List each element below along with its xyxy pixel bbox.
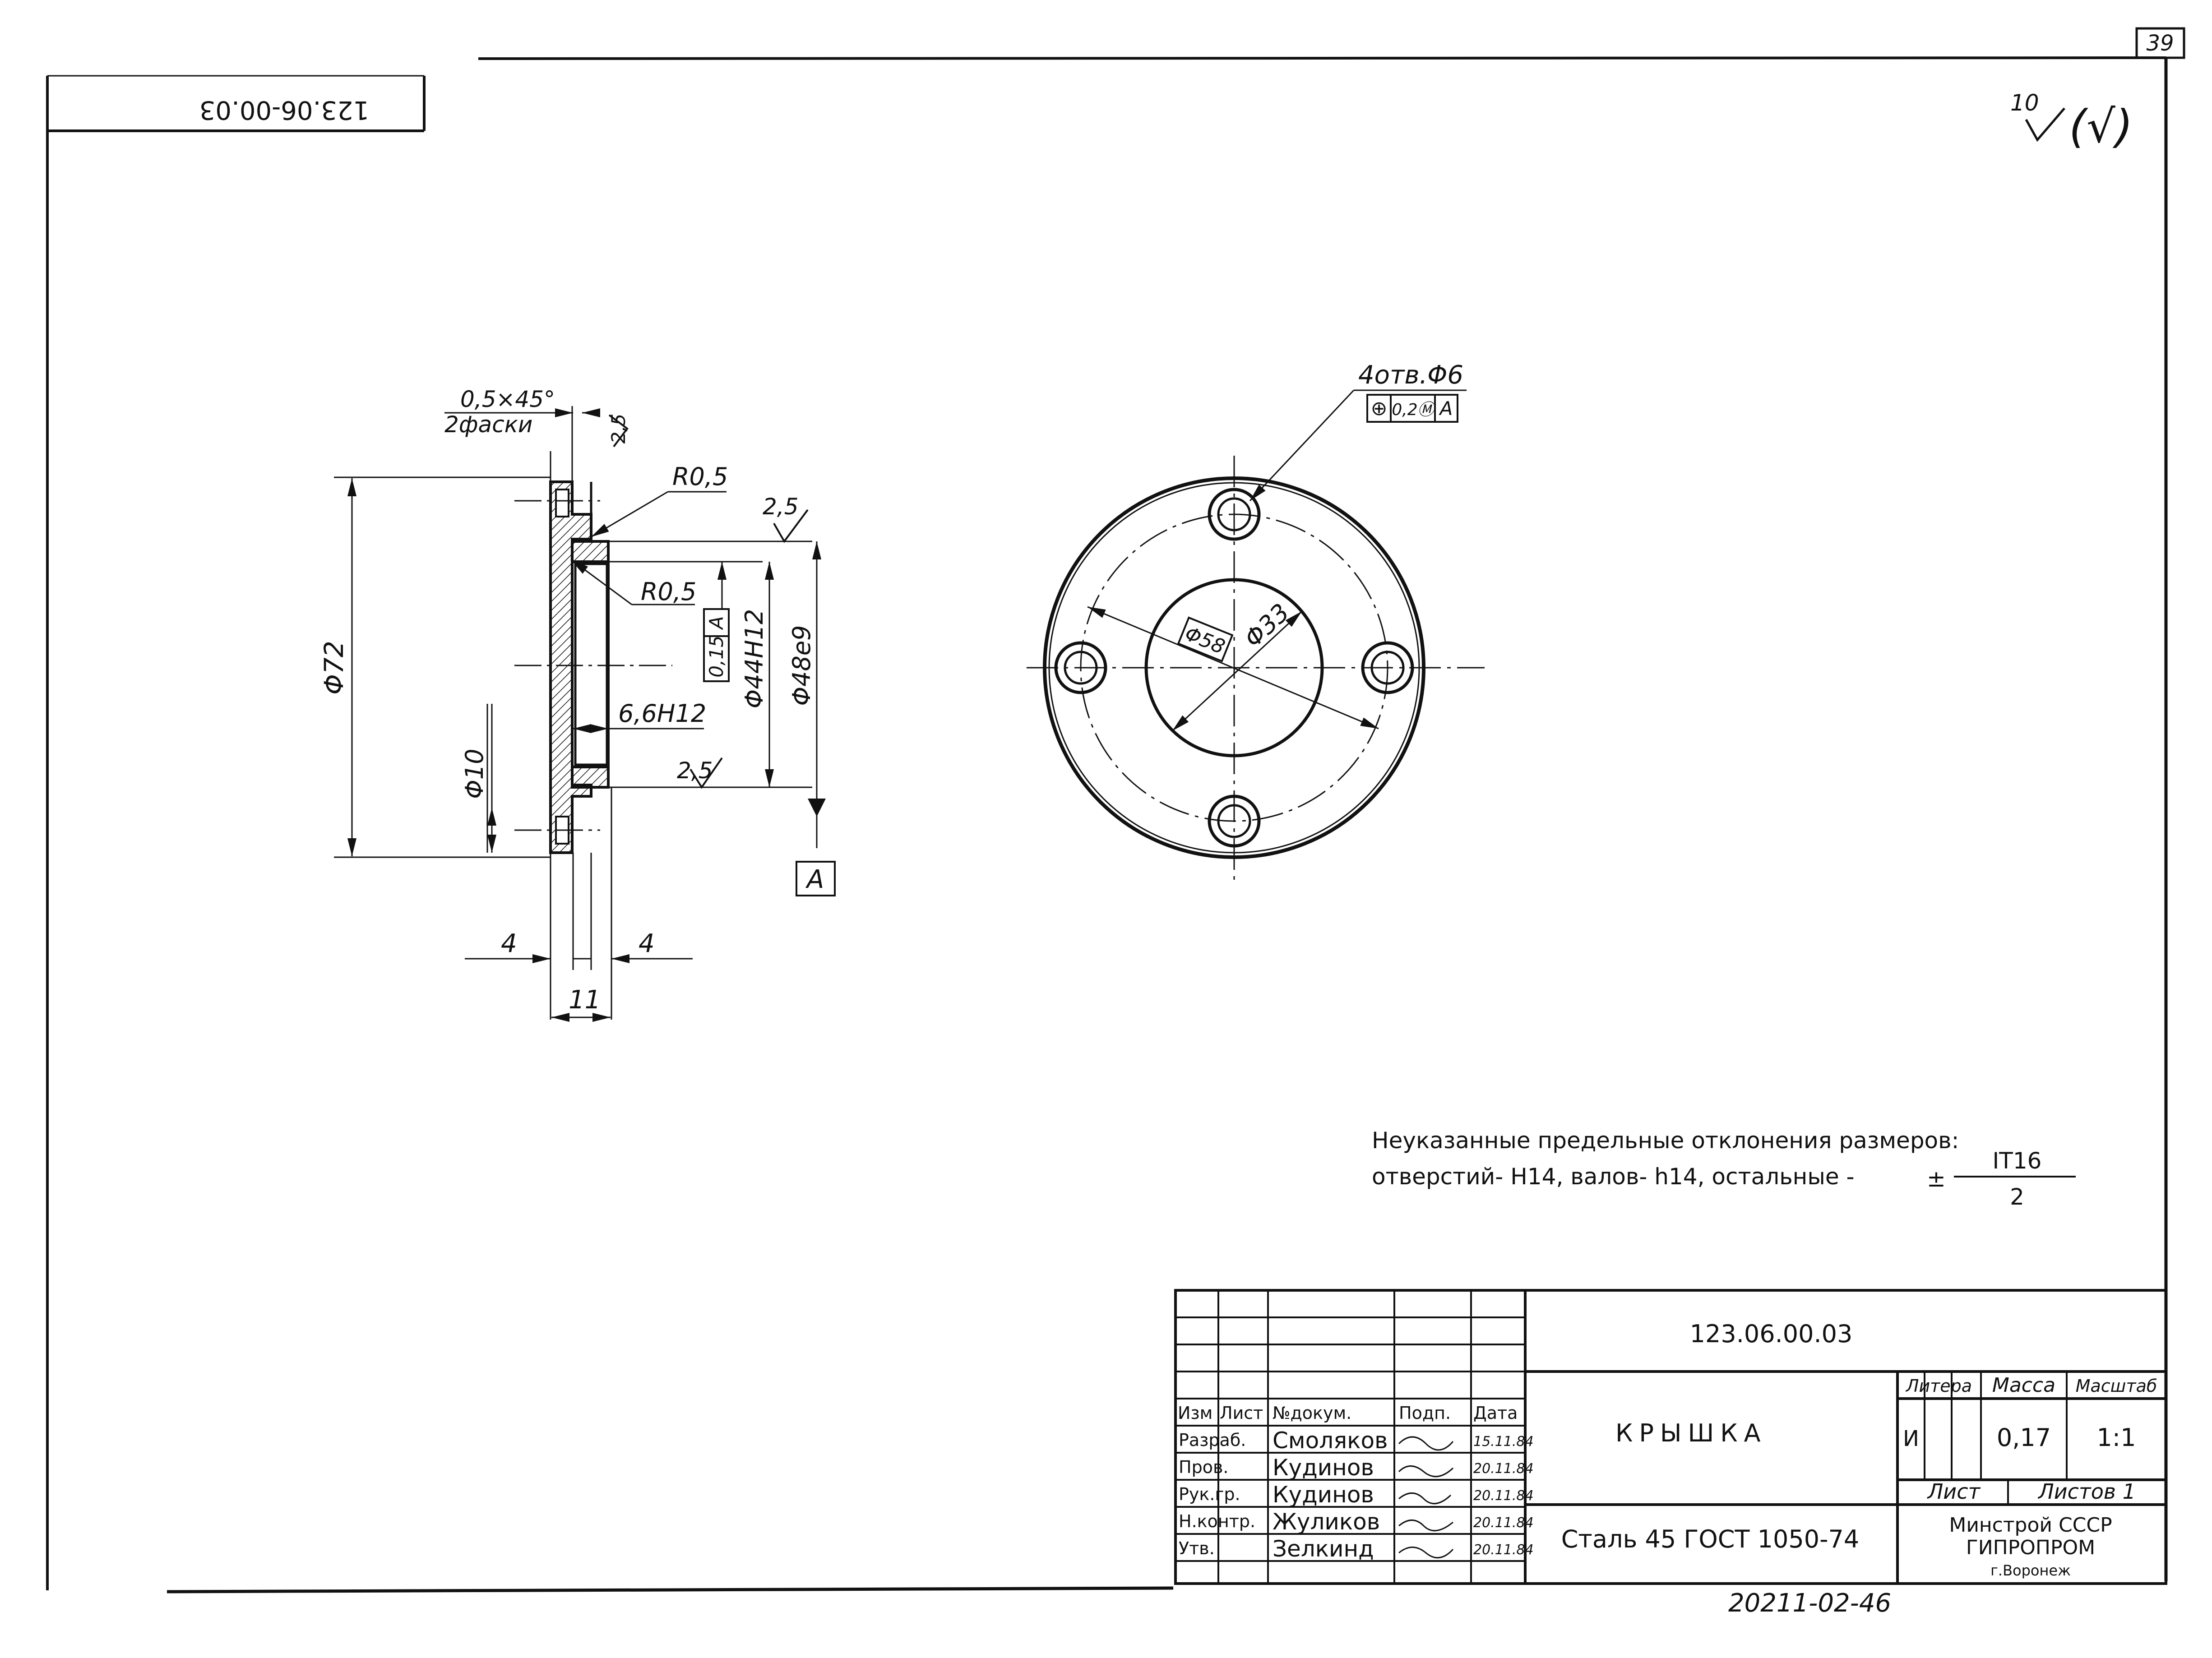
row-name: Жуликов xyxy=(1273,1509,1380,1535)
position-tol-datum: A xyxy=(1439,397,1453,420)
note-num: IT16 xyxy=(1993,1148,2042,1174)
signature-mark xyxy=(1398,1436,1454,1451)
chamfer-label: 0,5×45° xyxy=(460,386,555,412)
position-tol-value: 0,2Ⓜ xyxy=(1392,401,1436,419)
row-role: Рук.гр. xyxy=(1179,1484,1240,1504)
signature-row: Утв. Зелкинд 20.11.84 xyxy=(1179,1536,1534,1562)
bolt-hole xyxy=(1208,488,1261,541)
massa-value: 0,17 xyxy=(1997,1423,2051,1452)
litera-header: Литера xyxy=(1905,1376,1972,1396)
massa-header: Масса xyxy=(1992,1374,2055,1397)
dim-right-4: 4 xyxy=(639,929,655,958)
bolt-hole xyxy=(1208,794,1261,848)
top-stamp: 123.06-00.03 xyxy=(199,95,369,125)
note-line-1: Неуказанные предельные отклонения размер… xyxy=(1372,1127,1959,1154)
runout-tolerance-frame: 0,15 A xyxy=(703,608,730,682)
dim-dia-10: Φ10 xyxy=(460,748,489,799)
litera-value: И xyxy=(1903,1426,1919,1451)
tolerance-notes: Неуказанные предельные отклонения размер… xyxy=(1372,1127,2076,1210)
sheet-number-box: 39 xyxy=(2135,27,2185,59)
dim-dia-58: Φ58 xyxy=(1182,622,1228,659)
dim-dia-44: Φ44H12 xyxy=(740,609,768,709)
sheet-number: 39 xyxy=(2146,31,2174,56)
rough-small: 2,5 xyxy=(607,414,629,444)
row-role: Пров. xyxy=(1179,1457,1228,1477)
dim-left-4: 4 xyxy=(501,929,517,958)
dia-58-box: Φ58 xyxy=(1177,616,1234,663)
row-name: Кудинов xyxy=(1273,1455,1374,1481)
masshtab-header: Масштаб xyxy=(2076,1376,2157,1396)
holes-label: 4отв.Φ6 xyxy=(1358,360,1463,390)
dim-dia-72: Φ72 xyxy=(319,641,349,694)
drawing-code: 123.06.00.03 xyxy=(1690,1320,1853,1348)
material: Сталь 45 ГОСТ 1050-74 xyxy=(1561,1525,1860,1553)
datum-a-label: A xyxy=(805,865,824,894)
roughness-value: 10 xyxy=(2010,90,2039,116)
listov-label: Листов 1 xyxy=(2037,1479,2136,1504)
runout-tolerance-value: 0,15 xyxy=(705,635,727,678)
signature-mark xyxy=(1398,1519,1453,1532)
signature-mark xyxy=(1398,1465,1454,1478)
dim-total-11: 11 xyxy=(569,985,601,1015)
runout-datum-ref: A xyxy=(705,616,727,631)
rough-top: 2,5 xyxy=(763,494,799,520)
row-date: 20.11.84 xyxy=(1473,1461,1534,1477)
row-date: 20.11.84 xyxy=(1473,1515,1534,1531)
hdr-sign: Подп. xyxy=(1399,1403,1451,1423)
row-date: 20.11.84 xyxy=(1473,1542,1534,1558)
note-den: 2 xyxy=(2010,1184,2024,1210)
dim-dia-48: Φ48e9 xyxy=(787,625,816,706)
row-name: Кудинов xyxy=(1273,1482,1374,1508)
row-role: Утв. xyxy=(1179,1538,1215,1558)
signature-mark xyxy=(1398,1547,1454,1559)
section-view: Φ72 Φ10 Φ44H12 Φ48e9 0,15 A A 0,5×45° 2ф… xyxy=(319,386,836,1022)
radius-outer: R0,5 xyxy=(672,462,728,491)
hdr-doc: №докум. xyxy=(1273,1403,1351,1423)
bottom-stamp: 20211-02-46 xyxy=(1728,1589,1891,1618)
signature-row: Рук.гр. Кудинов 20.11.84 xyxy=(1179,1482,1534,1508)
position-tolerance-frame: ⊕ 0,2Ⓜ A xyxy=(1366,394,1458,423)
row-role: Н.контр. xyxy=(1179,1511,1255,1531)
signature-mark xyxy=(1398,1492,1452,1505)
row-role: Разраб. xyxy=(1179,1430,1246,1450)
front-centerlines xyxy=(1027,456,1485,880)
list-label: Лист xyxy=(1927,1479,1981,1504)
row-date: 15.11.84 xyxy=(1473,1434,1534,1450)
row-date: 20.11.84 xyxy=(1473,1488,1534,1504)
org-line-3: г.Воронеж xyxy=(1990,1562,2071,1579)
note-line-2: отверстий- Н14, валов- h14, остальные - xyxy=(1372,1164,1855,1190)
masshtab-value: 1:1 xyxy=(2097,1423,2136,1452)
drawing-frame xyxy=(46,56,2168,1593)
hdr-date: Дата xyxy=(1473,1403,1518,1423)
signature-row: Пров. Кудинов 20.11.84 xyxy=(1179,1455,1534,1481)
section-hatch xyxy=(549,480,610,854)
signature-row: Разраб. Смоляков 15.11.84 xyxy=(1179,1427,1534,1454)
org-line-2: ГИПРОПРОМ xyxy=(1966,1536,2095,1559)
bolt-holes xyxy=(1054,488,1414,848)
position-tol-symbol: ⊕ xyxy=(1371,397,1388,420)
roughness-mark: 10 (√) xyxy=(2010,90,2133,153)
front-view: Φ58 Φ33 4отв.Φ6 ⊕ 0,2Ⓜ A xyxy=(1027,360,1485,880)
section-centerlines xyxy=(514,500,672,831)
roughness-paren: (√) xyxy=(2069,100,2133,153)
row-name: Смоляков xyxy=(1273,1427,1388,1454)
part-name: КРЫШКА xyxy=(1615,1419,1767,1447)
hdr-list: Лист xyxy=(1220,1403,1263,1423)
hdr-izm: Изм xyxy=(1178,1403,1212,1423)
dim-dia-33: Φ33 xyxy=(1239,598,1295,653)
dim-depth: 6,6H12 xyxy=(618,699,706,728)
radius-inner: R0,5 xyxy=(641,577,696,606)
signature-row: Н.контр. Жуликов 20.11.84 xyxy=(1179,1509,1534,1535)
title-block: Изм Лист №докум. Подп. Дата Разраб. Смол… xyxy=(1174,1289,2167,1585)
org-line-1: Минстрой СССР xyxy=(1949,1514,2112,1537)
chamfer-note: 2фаски xyxy=(444,411,532,438)
row-name: Зелкинд xyxy=(1273,1536,1374,1562)
note-pm: ± xyxy=(1927,1166,1946,1192)
